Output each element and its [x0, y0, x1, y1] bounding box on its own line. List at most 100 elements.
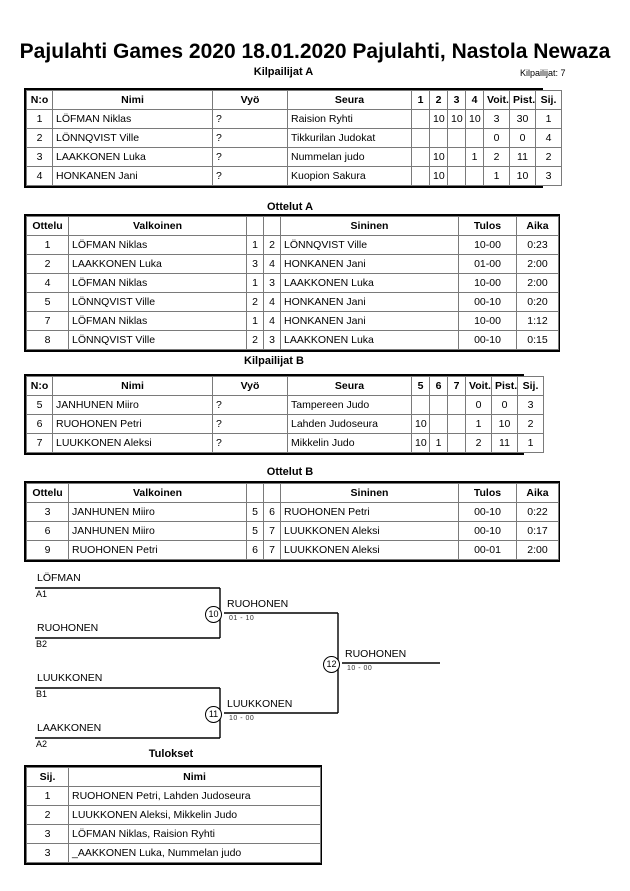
col-belt: Vyö	[212, 376, 288, 396]
cell-result: 10-00	[458, 235, 517, 255]
bracket-champion-name: RUOHONEN	[345, 648, 407, 660]
col-blue-no	[263, 483, 281, 503]
cell-belt: ?	[212, 109, 288, 129]
cell-name: LÖNNQVIST Ville	[52, 128, 213, 148]
cell-white: LÖFMAN Niklas	[68, 235, 247, 255]
results-grid: Sij. Nimi 1 RUOHONEN Petri, Lahden Judos…	[26, 767, 321, 863]
pool-a-grid: N:o Nimi Vyö Seura 1 2 3 4 Voit. Pist. S…	[26, 90, 562, 186]
cell-white-no: 5	[246, 521, 264, 541]
bracket-score: 10 - 00	[347, 665, 373, 672]
matches-a-table: Ottelu Valkoinen Sininen Tulos Aika 1 LÖ…	[24, 214, 560, 352]
col-wins: Voit.	[483, 90, 510, 110]
pool-b-table: N:o Nimi Vyö Seura 5 6 7 Voit. Pist. Sij…	[24, 374, 544, 455]
bracket-entry-name: LÖFMAN	[37, 572, 81, 584]
cell-m6	[429, 395, 448, 415]
matches-a-grid: Ottelu Valkoinen Sininen Tulos Aika 1 LÖ…	[26, 216, 559, 350]
col-blue: Sininen	[280, 216, 459, 236]
cell-rank: 2	[535, 147, 562, 167]
col-white: Valkoinen	[68, 216, 247, 236]
bracket-entry-seed: A2	[36, 739, 48, 749]
cell-result: 10-00	[458, 273, 517, 293]
cell-m4: 1	[465, 147, 484, 167]
cell-club: Mikkelin Judo	[287, 433, 412, 453]
cell-white: JANHUNEN Miiro	[68, 521, 247, 541]
bracket-entry-name: RUOHONEN	[37, 622, 99, 634]
cell-no: 3	[26, 147, 53, 167]
col-white: Valkoinen	[68, 483, 247, 503]
cell-match: 6	[26, 521, 69, 541]
col-match: Ottelu	[26, 483, 69, 503]
col-points: Pist.	[509, 90, 536, 110]
cell-blue: HONKANEN Jani	[280, 311, 459, 331]
table-row: 8 LÖNNQVIST Ville 2 3 LAAKKONEN Luka 00-…	[26, 330, 559, 350]
col-white-no	[246, 216, 264, 236]
cell-rank: 3	[535, 166, 562, 186]
cell-result: 00-10	[458, 330, 517, 350]
cell-time: 2:00	[516, 273, 559, 293]
cell-m5	[411, 395, 430, 415]
cell-points: 30	[509, 109, 536, 129]
cell-belt: ?	[212, 414, 288, 434]
cell-rank: 4	[535, 128, 562, 148]
col-blue-no	[263, 216, 281, 236]
cell-m1	[411, 147, 430, 167]
table-header-row: Ottelu Valkoinen Sininen Tulos Aika	[26, 216, 559, 236]
pool-b-caption: Kilpailijat B	[244, 355, 304, 367]
bracket-score: 01 - 10	[229, 615, 255, 622]
cell-m4	[465, 128, 484, 148]
bracket-score: 10 - 00	[229, 715, 255, 722]
col-m2: 2	[429, 90, 448, 110]
cell-wins: 2	[465, 433, 492, 453]
cell-rank: 3	[26, 824, 69, 844]
cell-club: Lahden Judoseura	[287, 414, 412, 434]
cell-white-no: 1	[246, 311, 264, 331]
cell-blue: HONKANEN Jani	[280, 254, 459, 274]
cell-white: LÖNNQVIST Ville	[68, 292, 247, 312]
table-row: 1 LÖFMAN Niklas ? Raision Ryhti 10 10 10…	[26, 109, 562, 129]
elimination-bracket: LÖFMAN A1 RUOHONEN B2 LUUKKONEN B1 LAAKK…	[0, 560, 630, 749]
cell-wins: 1	[465, 414, 492, 434]
bracket-entry-seed: A1	[36, 589, 48, 599]
cell-blue-no: 4	[263, 311, 281, 331]
table-row: 3 _AAKKONEN Luka, Nummelan judo	[26, 843, 321, 863]
cell-points: 10	[509, 166, 536, 186]
table-row: 5 JANHUNEN Miiro ? Tampereen Judo 0 0 3	[26, 395, 544, 415]
cell-match: 7	[26, 311, 69, 331]
cell-white: LAAKKONEN Luka	[68, 254, 247, 274]
col-m3: 3	[447, 90, 466, 110]
table-row: 6 RUOHONEN Petri ? Lahden Judoseura 10 1…	[26, 414, 544, 434]
col-rank: Sij.	[535, 90, 562, 110]
cell-blue-no: 7	[263, 540, 281, 560]
cell-points: 0	[509, 128, 536, 148]
cell-result: 00-10	[458, 521, 517, 541]
cell-blue: LAAKKONEN Luka	[280, 273, 459, 293]
cell-wins: 0	[483, 128, 510, 148]
cell-blue-no: 4	[263, 292, 281, 312]
table-row: 2 LUUKKONEN Aleksi, Mikkelin Judo	[26, 805, 321, 825]
bracket-match-number-12: 12	[323, 656, 340, 673]
cell-time: 2:00	[516, 540, 559, 560]
col-result: Tulos	[458, 216, 517, 236]
cell-result: 01-00	[458, 254, 517, 274]
cell-m3	[447, 128, 466, 148]
col-belt: Vyö	[212, 90, 288, 110]
competitors-count: Kilpailijat: 7	[520, 68, 566, 78]
cell-m3	[447, 166, 466, 186]
cell-name: LUUKKONEN Aleksi	[52, 433, 213, 453]
cell-club: Tampereen Judo	[287, 395, 412, 415]
table-row: 3 LÖFMAN Niklas, Raision Ryhti	[26, 824, 321, 844]
table-row: 4 LÖFMAN Niklas 1 3 LAAKKONEN Luka 10-00…	[26, 273, 559, 293]
cell-name: JANHUNEN Miiro	[52, 395, 213, 415]
cell-m2: 10	[429, 166, 448, 186]
cell-time: 0:15	[516, 330, 559, 350]
cell-white-no: 5	[246, 502, 264, 522]
page-title: Pajulahti Games 2020 18.01.2020 Pajulaht…	[19, 40, 611, 63]
cell-name: HONKANEN Jani	[52, 166, 213, 186]
cell-name: LÖFMAN Niklas, Raision Ryhti	[68, 824, 321, 844]
matches-b-caption: Ottelut B	[266, 466, 314, 478]
cell-white-no: 6	[246, 540, 264, 560]
cell-wins: 1	[483, 166, 510, 186]
cell-m7	[447, 414, 466, 434]
cell-match: 9	[26, 540, 69, 560]
table-row: 4 HONKANEN Jani ? Kuopion Sakura 10 1 10…	[26, 166, 562, 186]
